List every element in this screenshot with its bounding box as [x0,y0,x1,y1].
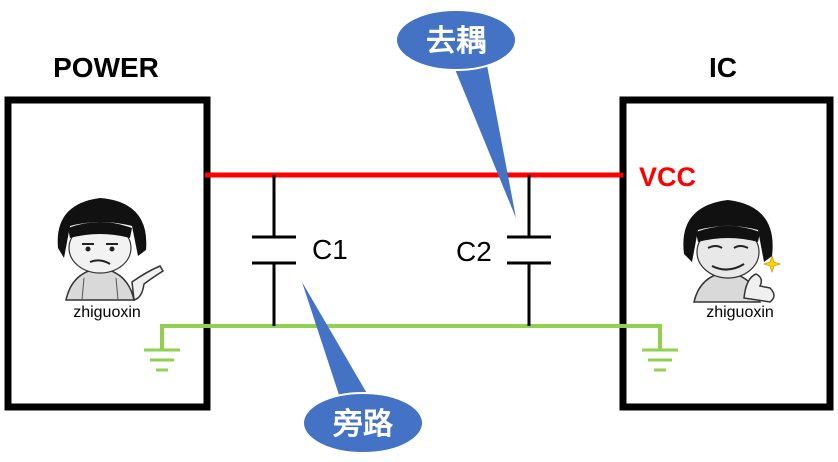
decoupling-callout: 去耦 [395,9,517,218]
capacitor-c1 [252,175,296,326]
bypass-callout: 旁路 [302,282,424,454]
c2-label: C2 [456,236,492,267]
c1-label: C1 [312,234,348,265]
gnd-line [160,324,662,350]
ground-symbol-icon [642,348,678,372]
power-label: POWER [53,52,159,83]
vcc-label: VCC [639,162,696,192]
ic-label: IC [709,52,737,83]
watermark-left: zhiguoxin [73,304,141,321]
power-box [4,96,211,411]
ic-box [619,96,834,411]
bypass-label: 旁路 [332,407,394,442]
capacitor-c2 [507,175,551,326]
watermark-right: zhiguoxin [706,304,774,321]
meme-face-pointing-icon [57,198,165,301]
decoupling-label: 去耦 [426,24,486,59]
ground-symbol-icon [144,348,180,372]
meme-face-smirk-icon [683,200,781,303]
